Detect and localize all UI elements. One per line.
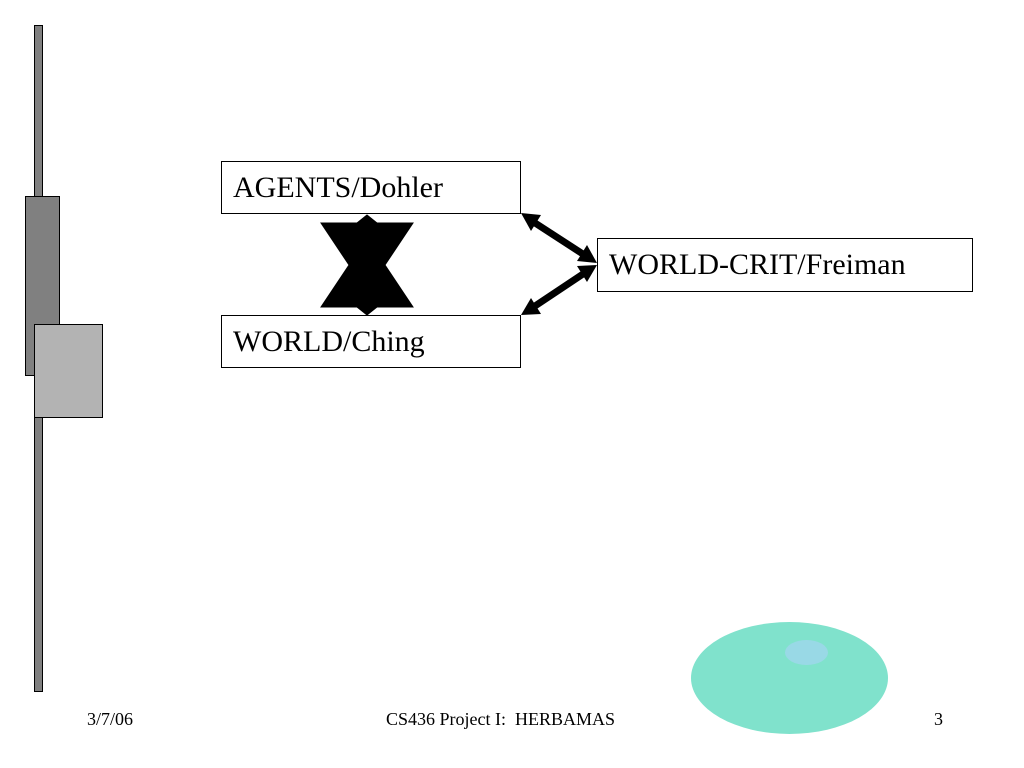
double-arrow-agents-worldcrit	[521, 213, 597, 263]
decorative-oval-highlight	[785, 640, 828, 665]
node-world-crit-label: WORLD-CRIT/Freiman	[609, 248, 906, 281]
node-agents: AGENTS/Dohler	[221, 161, 521, 214]
double-arrow-world-worldcrit	[521, 265, 597, 315]
footer-title: CS436 Project I: HERBAMAS	[386, 709, 616, 729]
decorative-oval	[691, 622, 888, 734]
footer-page-number: 3	[934, 709, 943, 729]
node-world: WORLD/Ching	[221, 315, 521, 368]
decorative-light-block	[34, 324, 103, 418]
double-arrow-agents-world	[320, 214, 414, 316]
node-world-crit: WORLD-CRIT/Freiman	[597, 238, 973, 292]
node-agents-label: AGENTS/Dohler	[233, 170, 443, 204]
node-world-label: WORLD/Ching	[233, 324, 425, 358]
footer-date: 3/7/06	[87, 709, 134, 729]
